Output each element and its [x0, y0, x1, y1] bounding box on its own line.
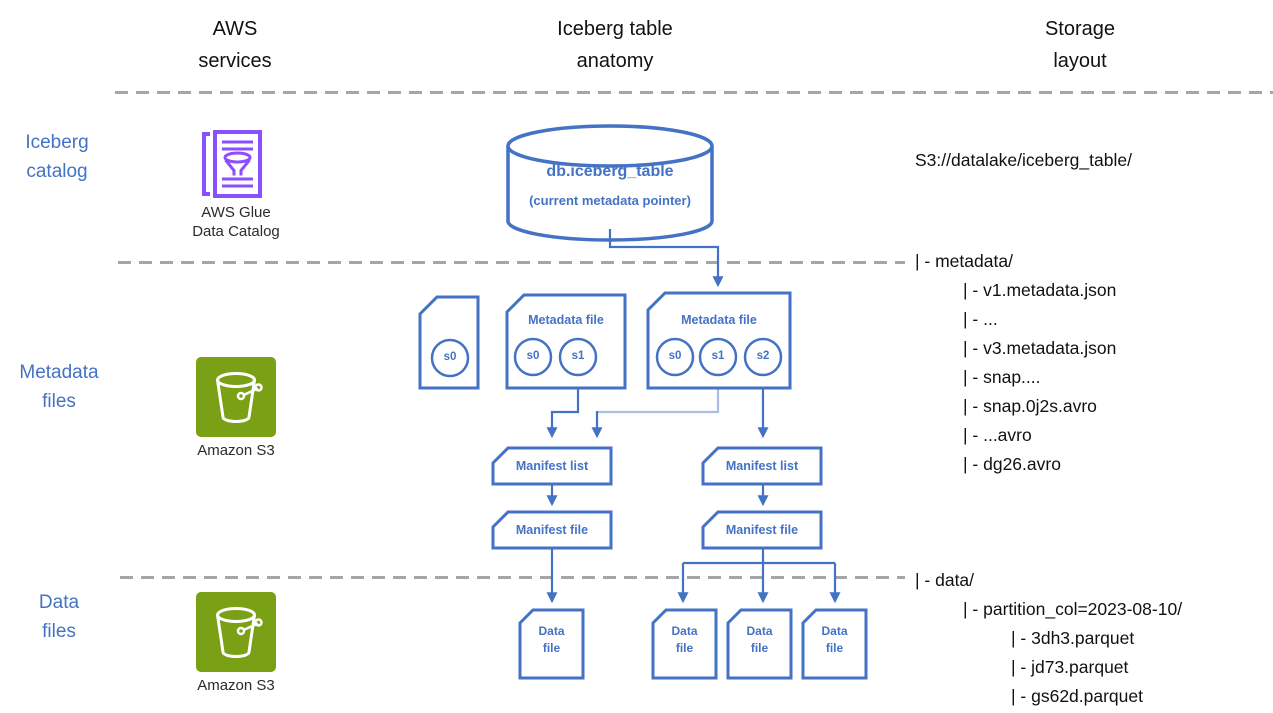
storage-data-tree: | - data/ | - partition_col=2023-08-10/ … [915, 566, 1265, 711]
manifest-file-2-label: Manifest file [725, 523, 799, 537]
connector-file2-s1-to-manifest-list-1 [546, 388, 580, 439]
glue-data-catalog-label: AWS Glue Data Catalog [192, 204, 280, 240]
connector-catalog-to-metadata-file-3 [608, 229, 724, 288]
tree-line: | - snap.... [963, 367, 1041, 387]
manifest-list-1-label: Manifest list [515, 459, 589, 473]
connector-manifest-file-2-to-data-files [677, 548, 841, 604]
data-file-4-shape [801, 608, 868, 680]
manifest-list-2-shape [701, 446, 823, 486]
snapshot-label: s1 [571, 350, 585, 362]
tree-line: | - metadata/ [915, 251, 1013, 271]
manifest-file-2-shape [701, 510, 823, 550]
snapshot-label: s0 [443, 351, 457, 363]
snapshot-s0-circle [655, 337, 695, 377]
column-header-iceberg-table-anatomy: Iceberg table anatomy [557, 18, 673, 72]
manifest-file-1-label: Manifest file [515, 523, 589, 537]
data-file-3-label: Data file [746, 624, 773, 655]
s3-data-label: Amazon S3 [197, 677, 275, 694]
metadata-file-2-label: Metadata file [528, 313, 604, 327]
storage-metadata-tree: | - metadata/ | - v1.metadata.json | - .… [915, 247, 1265, 479]
snapshot-label: s2 [756, 350, 770, 362]
snapshot-s0-circle [513, 337, 553, 377]
tree-line: | - data/ [915, 570, 975, 590]
row-label-iceberg-catalog: Iceberg catalog [25, 132, 89, 182]
data-file-2-shape [651, 608, 718, 680]
column-header-storage-layout: Storage layout [1044, 18, 1116, 72]
column-header-aws-services: AWS services [198, 18, 272, 72]
tree-line: | - dg26.avro [963, 454, 1061, 474]
glue-data-catalog-icon [199, 127, 273, 201]
connector-file3-s1-to-manifest-list-1 [591, 388, 720, 439]
manifest-list-1-shape [491, 446, 613, 486]
row-divider-data [120, 576, 905, 579]
data-file-1-shape [518, 608, 585, 680]
manifest-file-1-shape [491, 510, 613, 550]
row-divider-metadata [118, 261, 905, 264]
tree-line: | - partition_col=2023-08-10/ [963, 599, 1183, 619]
snapshot-s2-circle [743, 337, 783, 377]
tree-line: | - v3.metadata.json [963, 338, 1117, 358]
snapshot-s1-circle [558, 337, 598, 377]
tree-line: | - ... [963, 309, 998, 329]
data-file-3-shape [726, 608, 793, 680]
row-divider-top [115, 91, 1273, 94]
metadata-file-3-label: Metadata file [681, 313, 757, 327]
snapshot-label: s1 [711, 350, 725, 362]
catalog-db-cylinder [506, 124, 714, 242]
snapshot-label: s0 [526, 350, 540, 362]
snapshot-label: s0 [668, 350, 682, 362]
tree-line: | - ...avro [963, 425, 1032, 445]
storage-root-path: S3://datalake/iceberg_table/ [915, 150, 1132, 170]
tree-line: | - v1.metadata.json [963, 280, 1117, 300]
catalog-db-title: db.iceberg_table [546, 163, 674, 180]
data-file-2-label: Data file [671, 624, 698, 655]
tree-line: | - snap.0j2s.avro [963, 396, 1097, 416]
s3-bucket-icon [196, 592, 276, 672]
tree-line: | - 3dh3.parquet [1011, 628, 1135, 648]
row-label-data-files: Data files [38, 592, 80, 642]
snapshot-s0-circle [430, 338, 470, 378]
manifest-list-2-label: Manifest list [725, 459, 799, 473]
s3-metadata-label: Amazon S3 [197, 442, 275, 459]
row-label-metadata-files: Metadata files [19, 362, 99, 412]
tree-line: | - jd73.parquet [1011, 657, 1129, 677]
catalog-db-subtitle: (current metadata pointer) [529, 193, 691, 208]
snapshot-s1-circle [698, 337, 738, 377]
s3-bucket-icon [196, 357, 276, 437]
data-file-1-label: Data file [538, 624, 565, 655]
data-file-4-label: Data file [821, 624, 848, 655]
tree-line: | - gs62d.parquet [1011, 686, 1143, 706]
